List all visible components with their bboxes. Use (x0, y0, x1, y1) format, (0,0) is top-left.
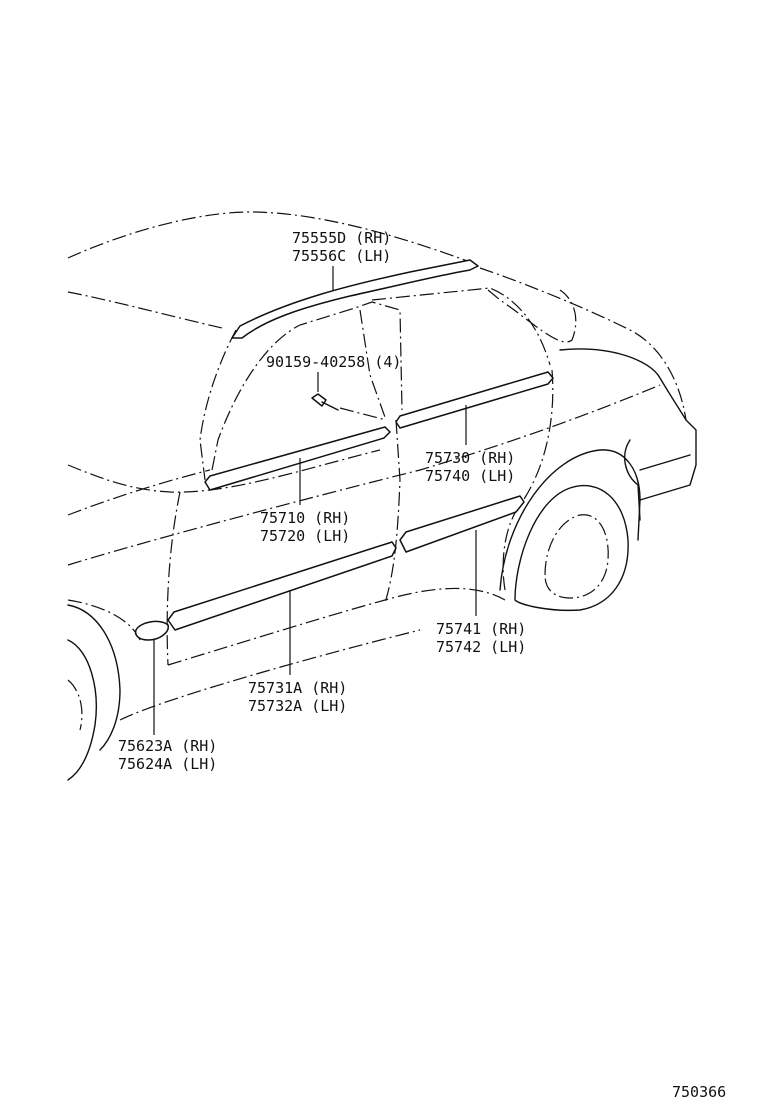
callout-lh: 75732A (LH) (248, 697, 348, 715)
callout-screw: 90159-40258 (4) (266, 353, 401, 371)
front-wheel-arch (67, 604, 121, 751)
side-marker-lamp (134, 620, 169, 641)
front-door-front-edge (166, 491, 181, 666)
rear-hub (544, 514, 609, 599)
front-fender-line (67, 599, 141, 641)
rear-side-molding (399, 495, 525, 553)
rear-wheel-arch (499, 449, 641, 591)
callout-front-belt: 75710 (RH) 75720 (LH) (260, 509, 350, 545)
rear-wheel (514, 484, 629, 612)
hood-front-line (67, 469, 211, 516)
front-side-molding (167, 541, 397, 631)
callout-rh: 75730 (RH) (425, 449, 516, 467)
callout-lh: 75742 (LH) (436, 638, 527, 656)
callout-rh: 75623A (RH) (118, 737, 218, 755)
callout-side-marker: 75623A (RH) 75624A (LH) (118, 737, 217, 773)
front-wheel (67, 639, 97, 781)
screw-head (311, 393, 327, 407)
callout-rh: 75710 (RH) (260, 509, 351, 527)
callout-roof-molding: 75555D (RH) 75556C (LH) (292, 229, 391, 265)
front-belt-molding (204, 426, 391, 491)
rear-deck-line (479, 267, 687, 421)
roof-outline (67, 211, 471, 263)
callout-rh: 75731A (RH) (248, 679, 348, 697)
bumper-line (639, 454, 691, 471)
rear-door-rear-edge (502, 369, 554, 591)
callout-rh: 75555D (RH) (292, 229, 392, 247)
a-pillar (199, 329, 237, 481)
bumper-corner (624, 439, 641, 521)
diagram-id: 750366 (672, 1083, 727, 1101)
front-door-rear-edge (359, 309, 387, 421)
callout-rh: 75741 (RH) (436, 620, 527, 638)
screw-shank (321, 401, 339, 411)
front-window-frame (211, 301, 403, 471)
callout-lh: 75720 (LH) (260, 527, 351, 545)
lower-sill-line (119, 629, 421, 721)
callout-text: 90159-40258 (4) (266, 353, 402, 371)
rear-quarter (559, 348, 697, 501)
front-hub (67, 679, 83, 731)
screw-guide-line (339, 407, 387, 421)
roof-drip-molding (231, 259, 479, 339)
callout-front-side: 75731A (RH) 75732A (LH) (248, 679, 347, 715)
callout-lh: 75740 (LH) (425, 467, 516, 485)
callout-rear-side: 75741 (RH) 75742 (LH) (436, 620, 526, 656)
hood-line (67, 449, 381, 493)
rear-door-front-edge (384, 419, 401, 604)
callout-rear-belt: 75730 (RH) 75740 (LH) (425, 449, 515, 485)
rear-window-frame (371, 287, 551, 366)
callout-lh: 75556C (LH) (292, 247, 392, 265)
rear-belt-molding (395, 371, 554, 429)
callout-lh: 75624A (LH) (118, 755, 218, 773)
windshield-base-line (67, 291, 223, 329)
quarter-window (487, 289, 577, 343)
beltline-body (67, 384, 661, 566)
